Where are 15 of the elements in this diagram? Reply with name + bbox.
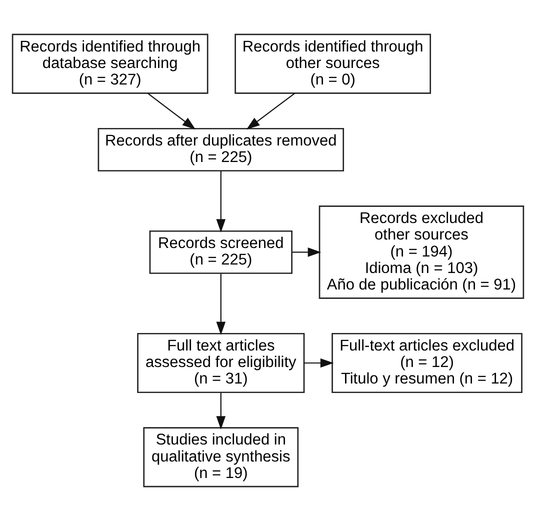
node-box: Records identified through database searching (n = 327) — [12, 33, 208, 94]
node-box: Records identified through other sources (n = 0) — [234, 33, 432, 94]
arrow — [304, 358, 334, 368]
node-box: Full-text articles excluded (n = 12) Titulo y resumen (n = 12) — [332, 332, 522, 393]
node-box: Studies included in qualitative synthesis (n = 19) — [143, 426, 299, 487]
arrow — [216, 273, 226, 335]
node-box: Full text articles assessed for eligibility (n = 31) — [137, 332, 305, 393]
arrow — [246, 92, 296, 129]
node-box: Records excluded other sources (n = 194) Idioma (n = 103) Año de publicación (n = 91) — [318, 205, 524, 298]
arrow — [216, 170, 226, 232]
arrow — [292, 247, 322, 256]
node-box: Records screened (n = 225) — [149, 230, 292, 274]
node-box: Records after duplicates removed (n = 225) — [98, 127, 344, 171]
arrow — [147, 92, 196, 129]
arrow — [216, 392, 226, 429]
